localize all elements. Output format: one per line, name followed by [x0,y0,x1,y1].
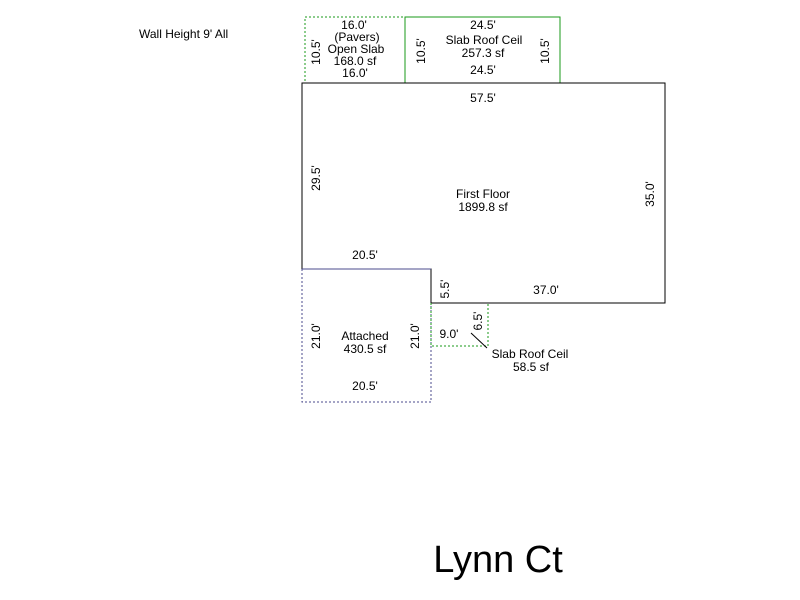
slab-roof-small-area: 58.5 sf [513,360,550,374]
slab-roof-top-name: Slab Roof Ceil [446,33,523,47]
attached-area: 430.5 sf [344,342,387,356]
first-floor-area: 1899.8 sf [458,200,508,214]
slab-roof-small-name: Slab Roof Ceil [492,347,569,361]
first-floor-top-dim: 57.5' [470,91,496,105]
first-floor-inner-top-dim: 20.5' [352,248,378,262]
first-floor-step-dim: 5.5' [438,280,452,299]
slab-roof-top-right-dim: 10.5' [538,38,552,64]
first-floor-left-dim: 29.5' [309,165,323,191]
open-slab-left-dim: 10.5' [309,39,323,65]
slab-roof-top-left-dim: 10.5' [414,38,428,64]
slab-roof-top-area: 257.3 sf [462,46,505,60]
first-floor-right-dim: 35.0' [643,181,657,207]
first-floor-bottom-dim: 37.0' [533,283,559,297]
slab-roof-small-height-dim: 6.5' [471,312,485,331]
slab-roof-top-top-dim: 24.5' [470,18,496,32]
open-slab-line1: (Pavers) [334,30,379,44]
attached-right-dim: 21.0' [408,323,422,349]
street-name: Lynn Ct [433,539,563,581]
attached-bottom-dim: 20.5' [352,379,378,393]
first-floor-name: First Floor [456,187,510,201]
attached-left-dim: 21.0' [309,323,323,349]
slab-roof-small-leader-line [470,332,488,349]
open-slab-area: 168.0 sf [334,54,377,68]
open-slab-bottom-dim: 16.0' [342,66,368,80]
open-slab-line2: Open Slab [328,42,385,56]
wall-height-note: Wall Height 9' All [139,27,228,41]
attached-outline [301,269,432,403]
slab-roof-small-outline [430,303,489,347]
slab-roof-small-width-dim: 9.0' [440,327,459,341]
attached-name: Attached [341,329,388,343]
slab-roof-top-bottom-dim: 24.5' [470,63,496,77]
open-slab-top-dim: 16.0' [341,18,367,32]
